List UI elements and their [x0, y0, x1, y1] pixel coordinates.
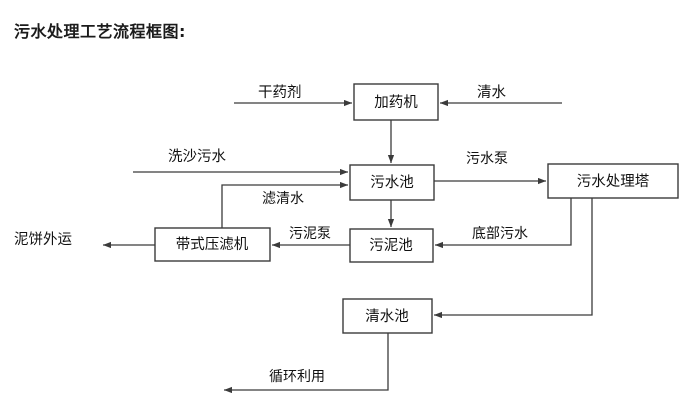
node-sludge-pool-label: 污泥池: [369, 237, 413, 254]
edge-label-sewage-pump: 污水泵: [466, 151, 508, 167]
node-belt-filter-press[interactable]: 带式压滤机: [154, 227, 271, 262]
edge-belt-filter-press-to-sewage-pool: [221, 181, 349, 228]
terminal-label-clean-water: 清水: [477, 84, 506, 101]
node-dosing-machine-label: 加药机: [374, 94, 418, 111]
node-sewage-pool[interactable]: 污水池: [349, 164, 435, 201]
node-clear-water-pool-box: [342, 298, 433, 334]
edge-clear-water-pool-to-recycle-reuse: [223, 333, 389, 394]
edge-treatment-tower-to-sludge-pool: [434, 198, 572, 249]
node-treatment-tower-label: 污水处理塔: [577, 173, 650, 190]
node-dosing-machine[interactable]: 加药机: [353, 83, 439, 121]
terminal-label-sand-wash-sewage: 洗沙污水: [168, 148, 226, 165]
edge-label-bottom-sewage: 底部污水: [472, 226, 528, 242]
node-sewage-pool-box: [349, 164, 435, 201]
node-treatment-tower-box: [547, 163, 679, 199]
node-belt-filter-press-label: 带式压滤机: [176, 236, 249, 253]
node-clear-water-pool[interactable]: 清水池: [342, 298, 433, 334]
terminal-label-mud-cake-out: 泥饼外运: [14, 231, 72, 248]
terminal-label-dry-reagent: 干药剂: [258, 84, 302, 101]
node-sludge-pool[interactable]: 污泥池: [349, 228, 434, 263]
node-belt-filter-press-box: [154, 227, 271, 262]
edge-label-sludge-pump: 污泥泵: [289, 226, 331, 242]
node-sewage-pool-label: 污水池: [370, 174, 414, 191]
page-title: 污水处理工艺流程框图:: [14, 22, 186, 41]
edge-label-filtered-water: 滤清水: [262, 191, 304, 207]
edge-treatment-tower-to-clear-water-pool: [433, 198, 593, 319]
node-clear-water-pool-label: 清水池: [365, 308, 409, 325]
node-dosing-machine-box: [353, 83, 439, 121]
edge-label-recycle-reuse: 循环利用: [269, 369, 325, 385]
node-sludge-pool-box: [349, 228, 434, 263]
node-treatment-tower[interactable]: 污水处理塔: [547, 163, 679, 199]
